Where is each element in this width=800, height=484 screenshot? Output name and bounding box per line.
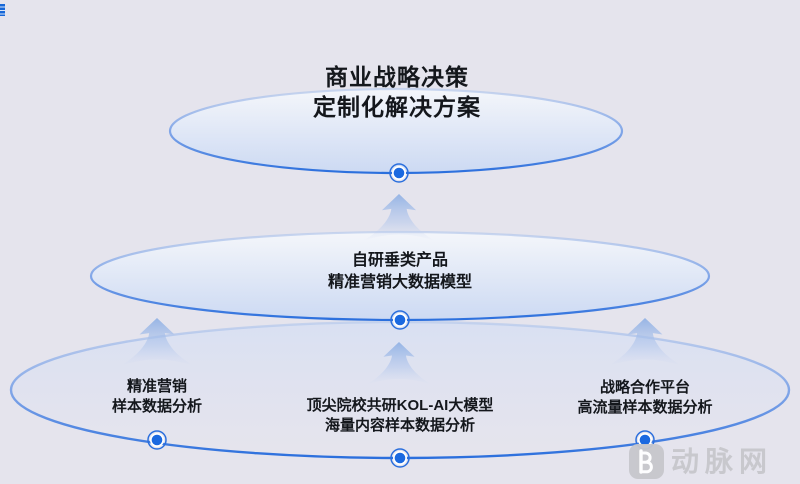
connector-dot-icon-bottom-left: [147, 430, 167, 450]
level-bottom-right-label: 战略合作平台 高流量样本数据分析: [577, 378, 712, 418]
up-arrow-flare-icon-top-center: [363, 194, 435, 241]
bottom-right-line1: 战略合作平台: [599, 379, 691, 396]
watermark: 动脉网: [629, 444, 773, 479]
clipped-blue-glyph: [0, 4, 5, 16]
connector-dot-icon-middle: [390, 310, 410, 330]
level-top-label: 商业战略决策 定制化解决方案: [313, 62, 481, 122]
bottom-center-line2: 海量内容样本数据分析: [324, 417, 476, 434]
bottom-left-line2: 样本数据分析: [111, 398, 203, 415]
level-middle-label: 自研垂类产品 精准营销大数据模型: [328, 250, 472, 294]
level-bottom-center-label: 顶尖院校共研KOL-AI大模型 海量内容样本数据分析: [307, 396, 494, 436]
watermark-text: 动脉网: [671, 446, 774, 477]
level-top-line1: 商业战略决策: [325, 64, 469, 90]
bottom-left-line1: 精准营销: [126, 378, 188, 395]
bottom-center-line1: 顶尖院校共研KOL-AI大模型: [306, 397, 494, 414]
level-middle-line2: 精准营销大数据模型: [327, 274, 473, 291]
connector-dot-icon-top: [389, 163, 409, 183]
bottom-right-line2: 高流量样本数据分析: [577, 399, 713, 416]
vcbeat-logo-icon: [629, 444, 664, 479]
level-top-line2: 定制化解决方案: [313, 94, 481, 120]
level-middle-line1: 自研垂类产品: [351, 252, 449, 269]
connector-dot-icon-bottom-center: [390, 448, 410, 468]
level-bottom-left-label: 精准营销 样本数据分析: [112, 377, 202, 417]
